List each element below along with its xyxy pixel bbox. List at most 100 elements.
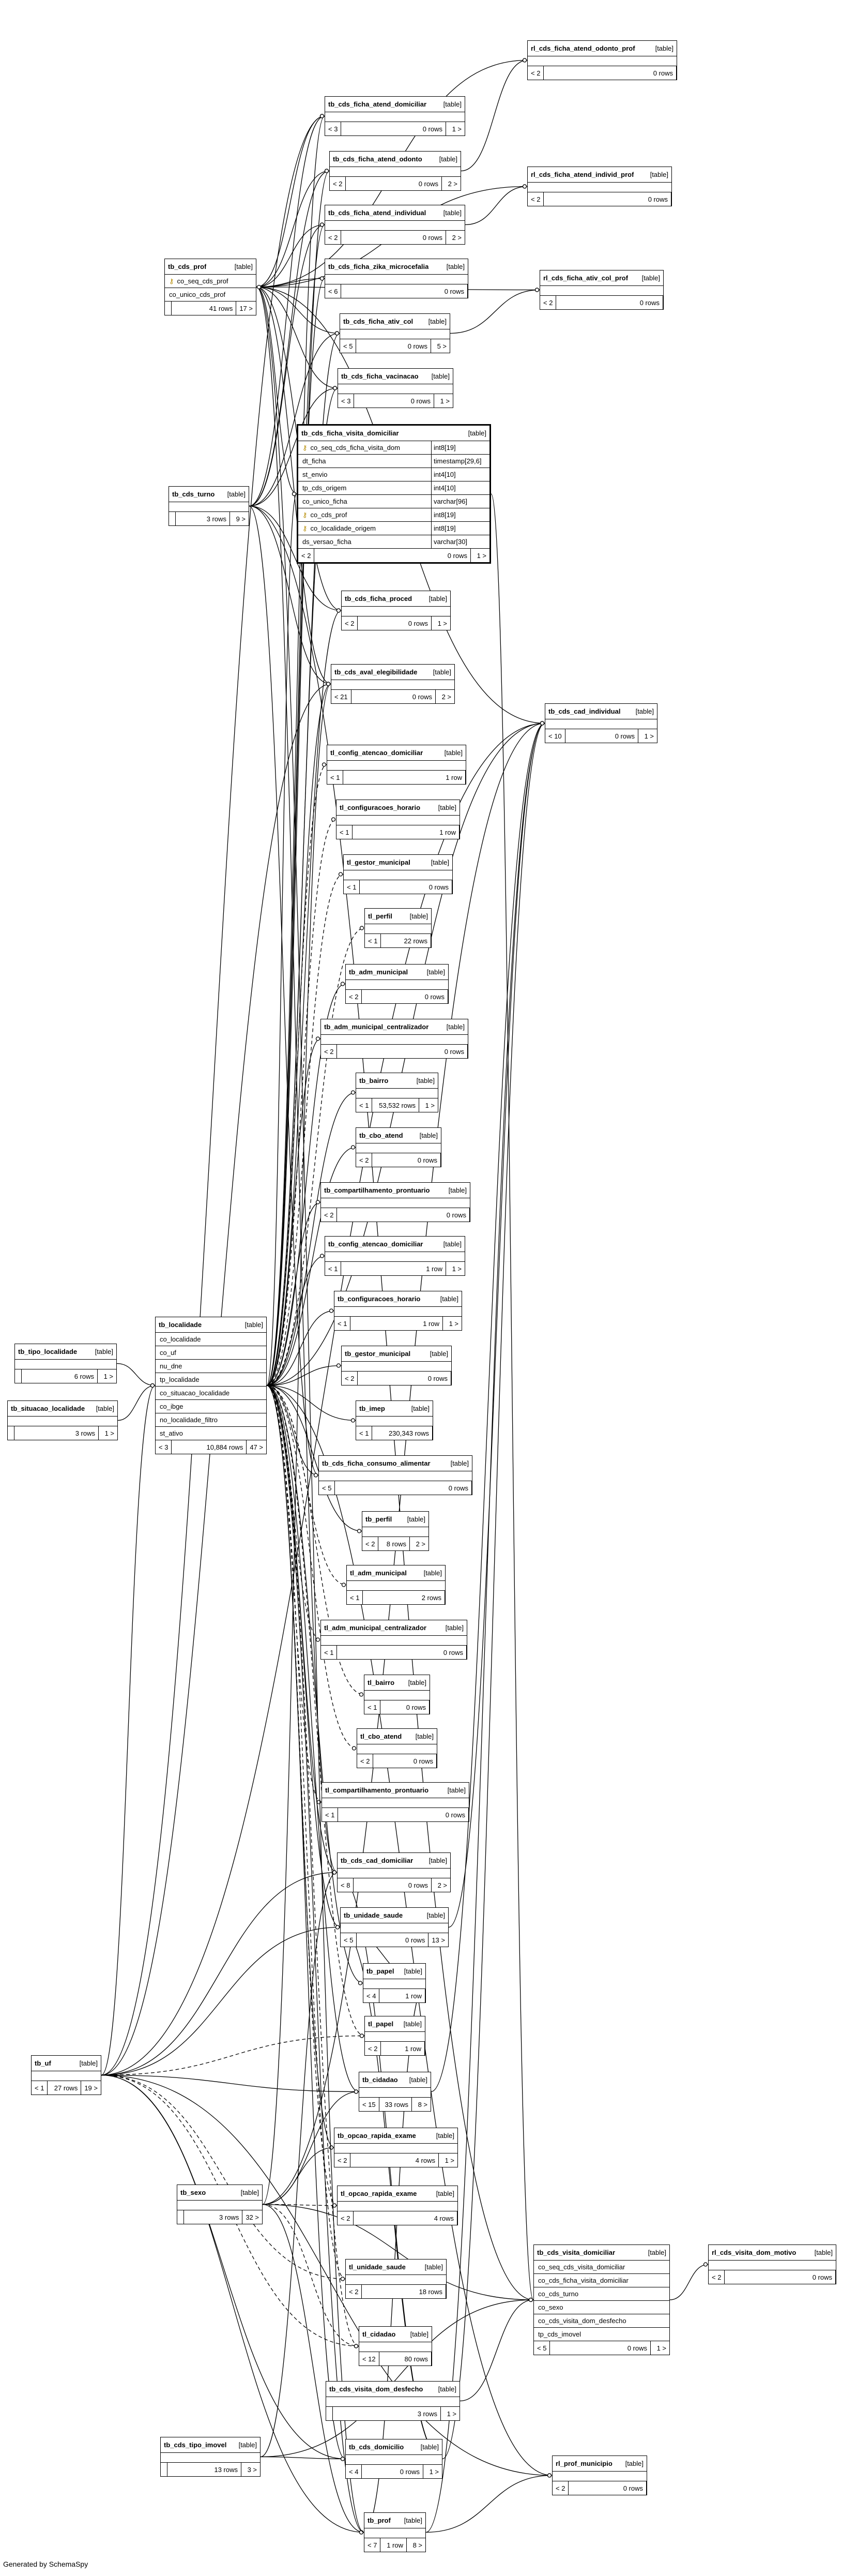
parents-count[interactable]: < 2 xyxy=(338,2211,354,2225)
parents-count[interactable]: < 21 xyxy=(331,690,351,703)
parents-count[interactable]: < 1 xyxy=(334,1317,351,1330)
parents-count[interactable]: < 2 xyxy=(709,2270,725,2284)
parents-count[interactable]: < 3 xyxy=(325,122,342,135)
children-count[interactable]: 1 > xyxy=(452,1264,462,1273)
children-count[interactable]: 2 > xyxy=(416,1540,425,1548)
table-box-tl-adm-municipal-centralizador[interactable]: tl_adm_municipal_centralizador[table]< 1… xyxy=(320,1620,467,1660)
children-count[interactable]: 1 > xyxy=(452,125,462,133)
parents-count[interactable] xyxy=(161,2463,167,2476)
parents-count[interactable]: < 6 xyxy=(325,284,342,298)
parents-count[interactable]: < 2 xyxy=(357,1754,374,1768)
children-count[interactable]: 1 > xyxy=(103,1372,113,1380)
parents-count[interactable]: < 2 xyxy=(540,296,557,309)
children-count[interactable]: 32 > xyxy=(246,2213,259,2221)
table-box-tb-cds-ficha-consumo-alimentar[interactable]: tb_cds_ficha_consumo_alimentar[table]< 5… xyxy=(318,1455,472,1495)
parents-count[interactable]: < 1 xyxy=(327,771,344,784)
children-count[interactable]: 47 > xyxy=(250,1443,263,1451)
parents-count[interactable]: < 1 xyxy=(364,1700,381,1714)
table-box-tb-cds-ficha-zika-microcefalia[interactable]: tb_cds_ficha_zika_microcefalia[table]< 6… xyxy=(325,259,468,298)
parents-count[interactable]: < 2 xyxy=(346,2285,362,2298)
parents-count[interactable]: < 1 xyxy=(336,825,353,839)
parents-count[interactable]: < 2 xyxy=(528,66,544,80)
parents-count[interactable]: < 1 xyxy=(321,1646,338,1659)
children-count[interactable]: 1 > xyxy=(425,1101,435,1109)
parents-count[interactable]: < 2 xyxy=(321,1045,338,1058)
children-count[interactable]: 17 > xyxy=(239,304,253,312)
parents-count[interactable]: < 5 xyxy=(341,1933,357,1947)
parents-count[interactable]: < 1 xyxy=(356,1098,373,1112)
children-count[interactable]: 2 > xyxy=(441,692,451,701)
children-count[interactable]: 1 > xyxy=(445,2156,454,2164)
parents-count[interactable]: < 1 xyxy=(32,2081,48,2095)
table-box-tl-compartilhamento-prontuario[interactable]: tl_compartilhamento_prontuario[table]< 1… xyxy=(322,1782,469,1822)
parents-count[interactable]: < 2 xyxy=(528,192,544,206)
children-count[interactable]: 2 > xyxy=(452,233,462,242)
children-count[interactable]: 8 > xyxy=(412,2541,422,2549)
children-count[interactable]: 1 > xyxy=(644,732,654,740)
children-count[interactable]: 5 > xyxy=(437,342,447,350)
parents-count[interactable]: < 10 xyxy=(545,729,565,743)
table-box-tb-cds-ficha-visita-domiciliar[interactable]: tb_cds_ficha_visita_domiciliar[table]⚷co… xyxy=(297,424,491,564)
parents-count[interactable] xyxy=(15,1369,22,1383)
parents-count[interactable] xyxy=(8,1426,14,1440)
parents-count[interactable]: < 2 xyxy=(298,549,315,562)
children-count[interactable]: 8 > xyxy=(418,2100,427,2108)
parents-count[interactable] xyxy=(169,512,176,525)
parents-count[interactable]: < 2 xyxy=(342,616,358,630)
table-box-tb-adm-municipal-centralizador[interactable]: tb_adm_municipal_centralizador[table]< 2… xyxy=(320,1019,468,1059)
parents-count[interactable] xyxy=(165,302,172,315)
parents-count[interactable]: < 4 xyxy=(363,1989,380,2002)
parents-count[interactable]: < 2 xyxy=(330,177,346,190)
table-box-rl-cds-ficha-atend-individ-prof[interactable]: rl_cds_ficha_atend_individ_prof[table]< … xyxy=(527,167,672,206)
children-count[interactable]: 1 > xyxy=(437,619,447,627)
parents-count[interactable]: < 1 xyxy=(344,880,360,894)
parents-count[interactable]: < 2 xyxy=(365,2042,381,2055)
parents-count[interactable]: < 2 xyxy=(325,231,342,244)
parents-count[interactable]: < 2 xyxy=(356,1153,373,1167)
parents-count[interactable]: < 2 xyxy=(334,2153,351,2167)
parents-count[interactable]: < 2 xyxy=(362,1537,379,1550)
children-count[interactable]: 2 > xyxy=(448,179,457,188)
parents-count[interactable]: < 7 xyxy=(364,2538,381,2552)
children-count[interactable]: 9 > xyxy=(236,515,246,523)
parents-count[interactable]: < 2 xyxy=(346,990,362,1003)
parents-count[interactable]: < 5 xyxy=(319,1481,335,1495)
table-box-tb-compartilhamento-prontuario[interactable]: tb_compartilhamento_prontuario[table]< 2… xyxy=(320,1182,470,1222)
parents-count[interactable]: < 3 xyxy=(156,1440,172,1454)
